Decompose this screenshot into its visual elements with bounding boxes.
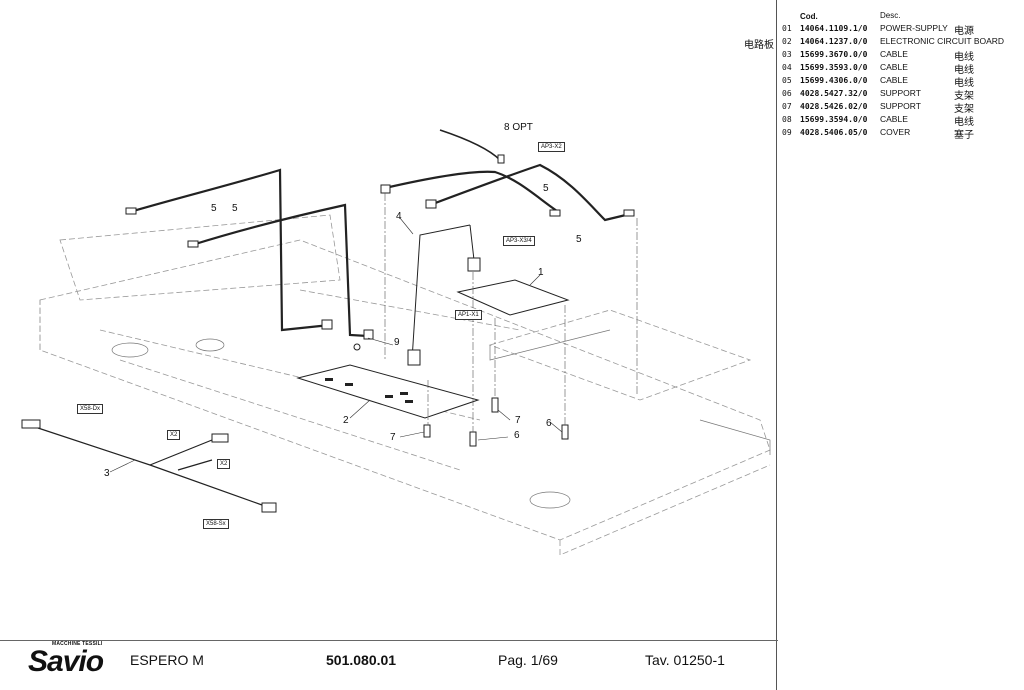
column-divider xyxy=(776,0,777,690)
bom-item-number: 09 xyxy=(782,128,792,137)
bom-row: 09 4028.5406.05/0 COVER 塞子 xyxy=(780,127,1024,141)
model-name: ESPERO M xyxy=(130,652,204,668)
bom-item-desc-cn: 支架 xyxy=(954,91,974,102)
bom-item-desc-cn: 支架 xyxy=(954,104,974,115)
bom-item-desc: ELECTRONIC CIRCUIT BOARD xyxy=(880,36,1005,46)
bom-item-desc-cn: 电线 xyxy=(954,78,974,89)
bom-item-number: 06 xyxy=(782,89,792,98)
bom-item-number: 03 xyxy=(782,50,792,59)
bom-item-desc: POWER-SUPPLY xyxy=(880,23,948,33)
tag-x2: X2 xyxy=(217,459,231,469)
bom-side-label: 电路板 xyxy=(744,40,774,51)
bom-row: 02 14064.1237.0/0 ELECTRONIC CIRCUIT BOA… xyxy=(780,36,1024,49)
bom-row: 08 15699.3594.0/0 CABLE 电线 xyxy=(780,114,1024,128)
tag-x58-dx: X58-Dx xyxy=(77,404,104,414)
bom-row: 07 4028.5426.02/0 SUPPORT 支架 xyxy=(780,101,1024,115)
bom-item-desc-cn: 电线 xyxy=(954,117,974,128)
callout-5: 5 xyxy=(576,234,582,245)
page-number: Pag. 1/69 xyxy=(498,652,558,668)
bom-item-code: 4028.5426.02/0 xyxy=(800,102,868,111)
callout-9: 9 xyxy=(394,337,400,348)
bom-item-desc-cn: 电线 xyxy=(954,52,974,63)
callout-6: 6 xyxy=(514,430,520,441)
callout-4: 4 xyxy=(396,211,402,222)
bom-row: 01 14064.1109.1/0 POWER-SUPPLY 电源 xyxy=(780,23,1024,37)
bom-item-desc-cn: 塞子 xyxy=(954,130,974,141)
bom-row: 05 15699.4306.0/0 CABLE 电线 xyxy=(780,75,1024,89)
tag-x2: X2 xyxy=(167,430,181,440)
bom-item-number: 07 xyxy=(782,102,792,111)
bom-item-desc: SUPPORT xyxy=(880,101,921,111)
bom-item-desc: COVER xyxy=(880,127,911,137)
bom-item-number: 08 xyxy=(782,115,792,124)
table-number: Tav. 01250-1 xyxy=(645,652,725,668)
bom-item-desc: CABLE xyxy=(880,62,908,72)
bom-item-desc-cn: 电源 xyxy=(954,26,974,37)
brand-logo: Savio xyxy=(28,645,104,678)
callout-6: 6 xyxy=(546,418,552,429)
bom-item-code: 4028.5427.32/0 xyxy=(800,89,868,98)
bom-header-desc: Desc. xyxy=(880,11,901,20)
bom-item-number: 05 xyxy=(782,76,792,85)
bom-item-number: 04 xyxy=(782,63,792,72)
bom-item-number: 01 xyxy=(782,24,792,33)
callout-2: 2 xyxy=(343,415,349,426)
bom-row: 03 15699.3670.0/0 CABLE 电线 xyxy=(780,49,1024,63)
bom-row: 06 4028.5427.32/0 SUPPORT 支架 xyxy=(780,88,1024,102)
callout-7: 7 xyxy=(515,415,521,426)
callout-5: 5 xyxy=(543,183,549,194)
exploded-view-drawing xyxy=(21,129,771,556)
callout-1: 1 xyxy=(538,267,544,278)
bom-item-desc: CABLE xyxy=(880,75,908,85)
callout-5: 5 xyxy=(211,203,217,214)
bom-item-desc: CABLE xyxy=(880,49,908,59)
bom-item-code: 14064.1237.0/0 xyxy=(800,37,868,46)
tag-ap1-x1: AP1-X1 xyxy=(455,310,482,320)
callout-8-opt: 8 OPT xyxy=(504,122,533,133)
tag-x58-sx: X58-Sx xyxy=(203,519,229,529)
tag-ap3-x2: AP3-X2 xyxy=(538,142,565,152)
bom-item-code: 15699.3594.0/0 xyxy=(800,115,868,124)
bom-item-number: 02 xyxy=(782,37,792,46)
bom-item-desc: SUPPORT xyxy=(880,88,921,98)
callout-3: 3 xyxy=(104,468,110,479)
bom-item-code: 14064.1109.1/0 xyxy=(800,24,868,33)
footer-divider xyxy=(0,640,778,641)
bom-item-code: 15699.3670.0/0 xyxy=(800,50,868,59)
tag-ap3-x3-4: AP3-X3/4 xyxy=(503,236,535,246)
bom-item-code: 15699.4306.0/0 xyxy=(800,76,868,85)
bom-row: 04 15699.3593.0/0 CABLE 电线 xyxy=(780,62,1024,76)
bom-item-code: 4028.5406.05/0 xyxy=(800,128,868,137)
bom-item-desc-cn: 电线 xyxy=(954,65,974,76)
bom-item-desc: CABLE xyxy=(880,114,908,124)
drawing-number: 501.080.01 xyxy=(326,652,397,668)
brand-tagline: MACCHINE TESSILI xyxy=(52,641,103,647)
callout-5: 5 xyxy=(232,203,238,214)
bom-header-code: Cod. xyxy=(800,12,818,21)
bom-item-code: 15699.3593.0/0 xyxy=(800,63,868,72)
callout-7: 7 xyxy=(390,432,396,443)
